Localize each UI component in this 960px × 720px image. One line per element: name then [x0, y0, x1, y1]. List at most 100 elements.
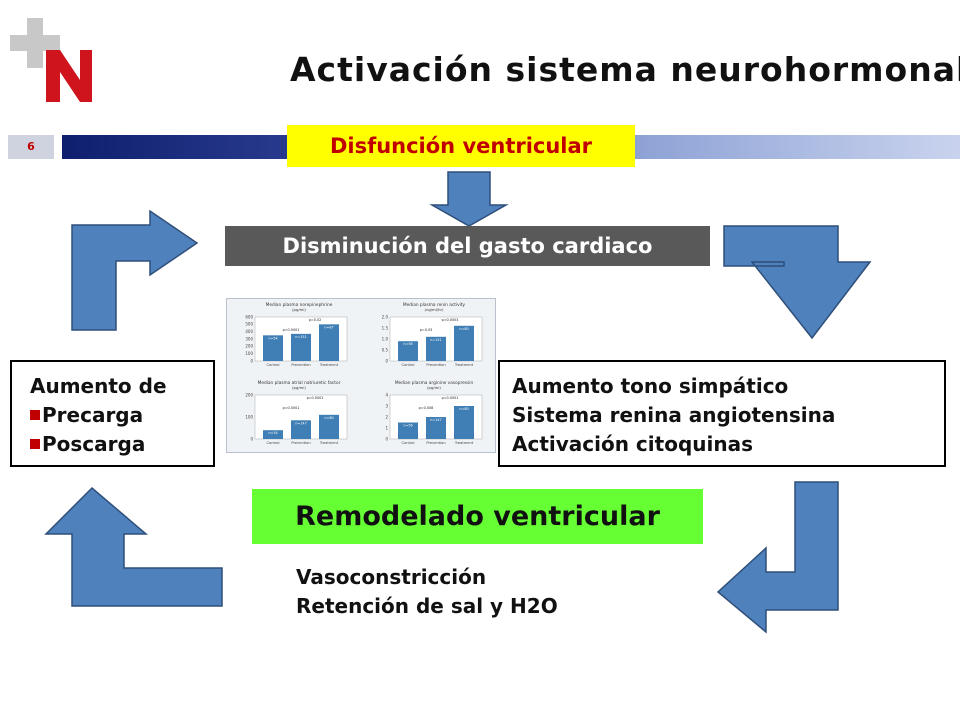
bottom-effects-text: Vasoconstricción Retención de sal y H2O — [296, 563, 558, 621]
chart-bar-label: n=54 — [268, 431, 277, 435]
chart-bar — [263, 430, 283, 439]
chart-y-tick-label: 200 — [245, 392, 253, 397]
chart-bar-label: n=147 — [430, 418, 441, 422]
chart-pvalue-label: p=0.0003 — [442, 318, 459, 322]
chart-y-tick-label: 0 — [385, 436, 388, 441]
chart-pvalue-label: p=0.0001 — [442, 396, 459, 400]
chart-y-tick-label: 600 — [245, 314, 253, 319]
left-box-item-text: Poscarga — [42, 432, 146, 456]
chart-y-tick-label: 3 — [385, 403, 388, 408]
chart-y-tick-label: 2 — [385, 414, 388, 419]
logo-n-letter — [46, 50, 92, 102]
chart-pvalue-label: p=0.0001 — [283, 406, 300, 410]
chart-bar-label: n=87 — [324, 325, 333, 329]
chart-pvalue-label: p=0.0001 — [307, 396, 324, 400]
chart-x-tick-label: Treatment — [454, 363, 474, 367]
chart-pvalue-label: p=0.03 — [420, 328, 433, 332]
chart-y-tick-label: 1 — [385, 425, 388, 430]
chart-bar-label: n=54 — [268, 336, 277, 340]
chart-bar-label: n=147 — [295, 421, 306, 425]
chart-y-tick-label: 500 — [245, 322, 253, 327]
chart-bar — [426, 336, 446, 361]
chart-bar — [319, 414, 339, 439]
chart-pvalue-label: p=0.0001 — [283, 328, 300, 332]
chart-y-tick-label: 100 — [245, 414, 253, 419]
chart-y-tick-label: 100 — [245, 351, 253, 356]
chart-bar — [426, 417, 446, 439]
hormone-charts: Median plasma norepinephrine(pg/ml)01002… — [245, 302, 483, 445]
arrow-top-right-shape — [723, 225, 872, 340]
chart-title: Median plasma norepinephrine — [266, 302, 333, 308]
chart-bar — [291, 333, 311, 361]
chart-ylabel: (pg/ml) — [292, 385, 306, 390]
chart-title: Median plasma renin activity — [403, 302, 466, 308]
chart-y-tick-label: 4 — [385, 392, 388, 397]
box-aumento-tono: Aumento tono simpático Sistema renina an… — [498, 360, 946, 467]
logo-plus-horizontal — [10, 35, 60, 51]
chart-bar — [454, 325, 474, 361]
chart-bar — [454, 406, 474, 439]
chart-pvalue-label: p=0.008 — [419, 406, 434, 410]
arrow-down-center — [429, 171, 509, 227]
left-box-item: Poscarga — [30, 430, 213, 459]
chart-ylabel: (pg/ml) — [427, 385, 441, 390]
bottom-line: Retención de sal y H2O — [296, 594, 558, 618]
chart-x-tick-label: Control — [402, 363, 415, 367]
chart-bar-label: n=80 — [459, 327, 468, 331]
left-box-heading: Aumento de — [30, 374, 167, 398]
chart-ylabel: (ng/ml/hr) — [424, 307, 444, 312]
chart-y-tick-label: 300 — [245, 336, 253, 341]
right-box-line: Activación citoquinas — [512, 432, 753, 456]
box-gasto-cardiaco: Disminución del gasto cardiaco — [225, 226, 710, 266]
chart-x-tick-label: Control — [402, 441, 415, 445]
chart-x-tick-label: Control — [267, 363, 280, 367]
bullet-icon — [30, 439, 40, 449]
chart-title: Median plasma atrial natriuretic factor — [258, 380, 341, 386]
chart-x-tick-label: Control — [267, 441, 280, 445]
plus-n-logo — [10, 18, 92, 102]
chart-bar-label: n=56 — [403, 342, 412, 346]
chart-pvalue-label: p=0.02 — [309, 318, 322, 322]
chart-bar — [398, 422, 418, 439]
page-number-box — [8, 135, 54, 159]
chart-x-tick-label: Treatment — [454, 441, 474, 445]
bottom-line: Vasoconstricción — [296, 565, 487, 589]
box-aumento-de: Aumento de Precarga Poscarga — [10, 360, 215, 467]
arrow-bottom-right-shape — [716, 481, 839, 634]
chart-bar-label: n=80 — [459, 407, 468, 411]
chart-x-tick-label: Treatment — [319, 441, 339, 445]
chart-bar-label: n=151 — [295, 335, 306, 339]
left-box-item-text: Precarga — [42, 403, 144, 427]
chart-x-tick-label: Treatment — [319, 363, 339, 367]
box-remodelado-ventricular: Remodelado ventricular — [252, 489, 703, 544]
chart-y-tick-label: 0.5 — [382, 347, 389, 352]
chart-title: Median plasma arginine vasopressin — [395, 380, 474, 386]
chart-bar-label: n=80 — [324, 416, 333, 420]
page-number: 6 — [27, 140, 35, 153]
slide-title: Activación sistema neurohormonal — [290, 50, 960, 89]
chart-y-tick-label: 2.0 — [382, 314, 389, 319]
left-box-item: Precarga — [30, 401, 213, 430]
chart-y-tick-label: 0 — [250, 436, 253, 441]
box-disfuncion-ventricular: Disfunción ventricular — [287, 125, 635, 167]
chart-x-tick-label: Prevention — [291, 441, 310, 445]
chart-y-tick-label: 400 — [245, 329, 253, 334]
chart-y-tick-label: 0 — [250, 358, 253, 363]
chart-bar-label: n=56 — [403, 424, 412, 428]
chart-y-tick-label: 0 — [385, 358, 388, 363]
chart-x-tick-label: Prevention — [426, 441, 445, 445]
chart-y-tick-label: 1.0 — [382, 336, 389, 341]
right-box-line: Sistema renina angiotensina — [512, 403, 836, 427]
arrow-bottom-left-shape — [44, 486, 223, 607]
chart-bar — [291, 420, 311, 439]
chart-bar — [263, 335, 283, 361]
chart-bar — [398, 341, 418, 361]
chart-x-tick-label: Prevention — [291, 363, 310, 367]
chart-y-tick-label: 1.5 — [382, 325, 389, 330]
chart-x-tick-label: Prevention — [426, 363, 445, 367]
chart-bar — [319, 324, 339, 361]
chart-y-tick-label: 200 — [245, 344, 253, 349]
chart-bar-label: n=151 — [430, 338, 441, 342]
right-box-line: Aumento tono simpático — [512, 374, 789, 398]
